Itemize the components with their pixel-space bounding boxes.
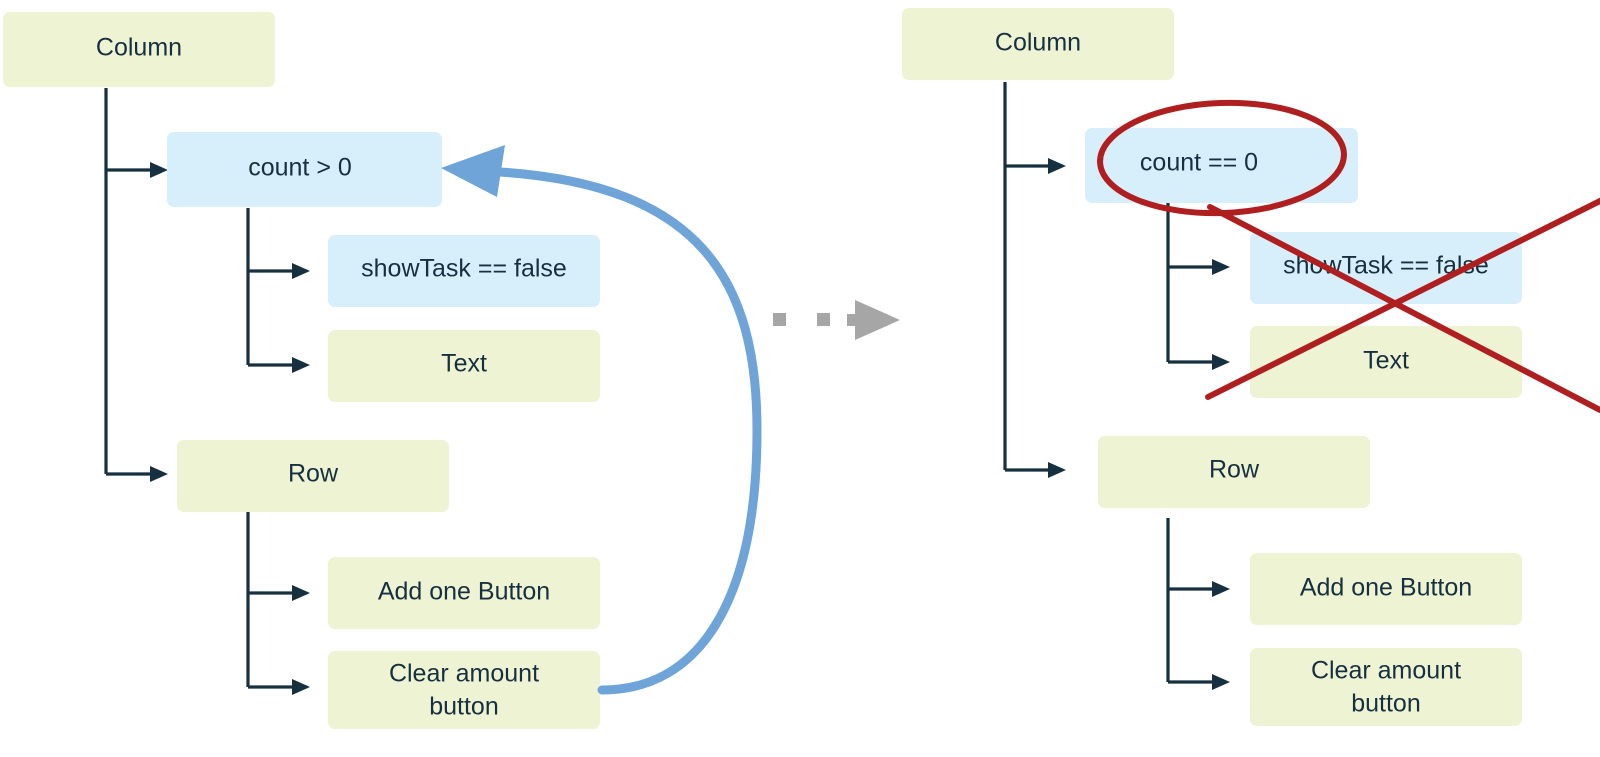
left-node-clear-button-label-line2: button [429,693,499,721]
left-node-row-label: Row [288,460,339,488]
loop-arrow-clear-to-condition [441,145,762,695]
arrow-head-icon [150,466,168,482]
left-tree: Column count > 0 showTask == false Text … [3,12,762,729]
right-row-connectors [1166,518,1230,690]
arrow-head-icon [1212,259,1230,275]
right-node-clear-button-label-line1: Clear amount [1311,657,1461,685]
red-cross-line-1 [1207,204,1600,413]
arrow-head-icon [292,585,310,601]
right-node-text-label: Text [1363,347,1409,375]
right-node-clear-button[interactable]: Clear amount button [1250,648,1522,726]
right-node-add-button[interactable]: Add one Button [1250,553,1522,625]
red-cross-annotation [1205,197,1600,413]
right-node-column-label: Column [995,29,1081,57]
transition-dot-2 [817,313,830,326]
left-node-column-label: Column [96,34,182,62]
right-root-connectors [1003,82,1066,478]
loop-arrow-head-icon [441,145,505,197]
arrow-head-icon [1048,462,1066,478]
left-node-show-task[interactable]: showTask == false [328,235,600,307]
arrow-head-icon [150,162,168,178]
transition-arrow-head-icon [855,300,900,340]
left-node-condition-label: count > 0 [248,154,352,182]
arrow-head-icon [1212,674,1230,690]
left-node-row[interactable]: Row [177,440,449,512]
left-node-clear-button[interactable]: Clear amount button [328,651,600,729]
left-node-condition[interactable]: count > 0 [167,132,442,207]
right-node-show-task[interactable]: showTask == false [1250,232,1522,304]
right-node-show-task-label: showTask == false [1283,252,1489,280]
left-node-clear-button-label-line1: Clear amount [389,660,539,688]
left-node-show-task-label: showTask == false [361,255,567,283]
right-node-row-label: Row [1209,456,1260,484]
left-root-connectors [104,88,168,482]
left-node-text[interactable]: Text [328,330,600,402]
right-condition-connectors [1166,203,1230,370]
arrow-head-icon [292,679,310,695]
right-tree: Column count == 0 showTask == false Text… [902,8,1600,726]
left-node-add-button-label: Add one Button [378,578,550,606]
left-to-right-transition [773,300,900,340]
left-node-column[interactable]: Column [3,12,275,87]
red-cross-line-2 [1205,197,1600,400]
right-node-condition-label: count == 0 [1140,149,1258,177]
left-condition-connectors [246,208,310,373]
arrow-head-icon [1212,354,1230,370]
right-node-column[interactable]: Column [902,8,1174,80]
left-node-add-button[interactable]: Add one Button [328,557,600,629]
arrow-head-icon [1212,581,1230,597]
right-node-add-button-label: Add one Button [1300,574,1472,602]
right-node-text[interactable]: Text [1250,326,1522,398]
right-node-condition[interactable]: count == 0 [1085,128,1358,203]
right-node-row[interactable]: Row [1098,436,1370,508]
right-node-clear-button-label-line2: button [1351,690,1421,718]
arrow-head-icon [1048,158,1066,174]
arrow-head-icon [292,357,310,373]
left-node-text-label: Text [441,350,487,378]
transition-dot-1 [773,313,786,326]
arrow-head-icon [292,263,310,279]
left-row-connectors [246,512,310,695]
